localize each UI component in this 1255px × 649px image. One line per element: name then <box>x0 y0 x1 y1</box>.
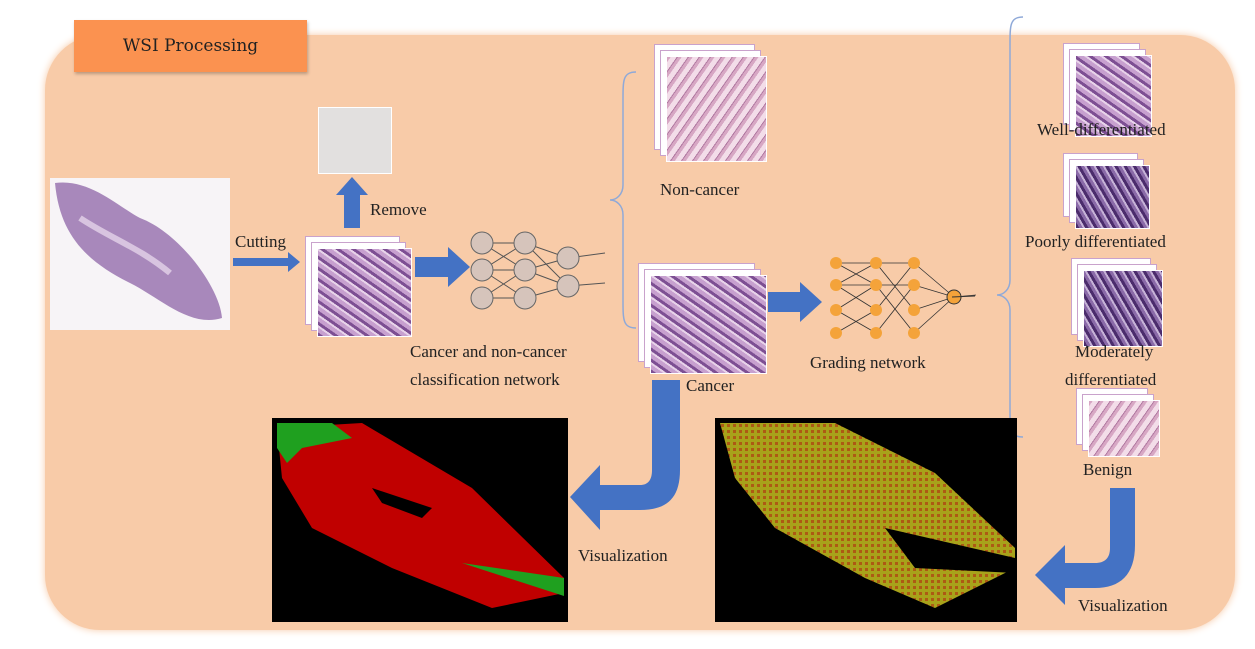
to-grading-arrow <box>768 282 822 322</box>
cancer-patches <box>650 275 767 374</box>
classification-network-icon <box>470 231 606 310</box>
classification-label-1: Cancer and non-cancer <box>410 342 567 361</box>
wsi-thumbnail <box>50 178 230 330</box>
non-cancer-label: Non-cancer <box>660 180 740 199</box>
grading-network-icon <box>830 257 977 339</box>
to-classifier-arrow <box>415 247 470 287</box>
bracket-split <box>609 71 637 329</box>
cancer-label: Cancer <box>686 376 735 395</box>
patch-stack <box>317 248 412 337</box>
poorly-differentiated-label: Poorly differentiated <box>1025 232 1166 251</box>
non-cancer-patches <box>666 56 767 162</box>
moderately-label-1: Moderately <box>1075 342 1154 361</box>
classification-label-2: classification network <box>410 370 560 389</box>
grading-network-label: Grading network <box>810 353 926 372</box>
remove-arrow <box>336 177 368 228</box>
benign-patches <box>1088 400 1160 457</box>
cutting-arrow <box>233 252 300 272</box>
cutting-label: Cutting <box>235 232 287 251</box>
well-differentiated-patches <box>1075 55 1152 137</box>
remove-label: Remove <box>370 200 427 219</box>
moderately-label-2: differentiated <box>1065 370 1157 389</box>
left-visualization-arrow <box>570 380 680 530</box>
visualization-label-left: Visualization <box>578 546 668 565</box>
visualization-label-right: Visualization <box>1078 596 1168 615</box>
wsi-processing-panel <box>45 35 1235 630</box>
right-visualization-arrow <box>1035 488 1135 605</box>
poorly-differentiated-patches <box>1075 165 1150 229</box>
grading-visualization-map <box>715 418 1017 622</box>
benign-label: Benign <box>1083 460 1133 479</box>
well-differentiated-label: Well-differentiated <box>1037 120 1166 139</box>
cancer-visualization-map <box>272 418 568 622</box>
removed-background-patch <box>318 107 392 174</box>
section-title: WSI Processing <box>74 20 307 72</box>
moderately-differentiated-patches <box>1083 270 1163 347</box>
